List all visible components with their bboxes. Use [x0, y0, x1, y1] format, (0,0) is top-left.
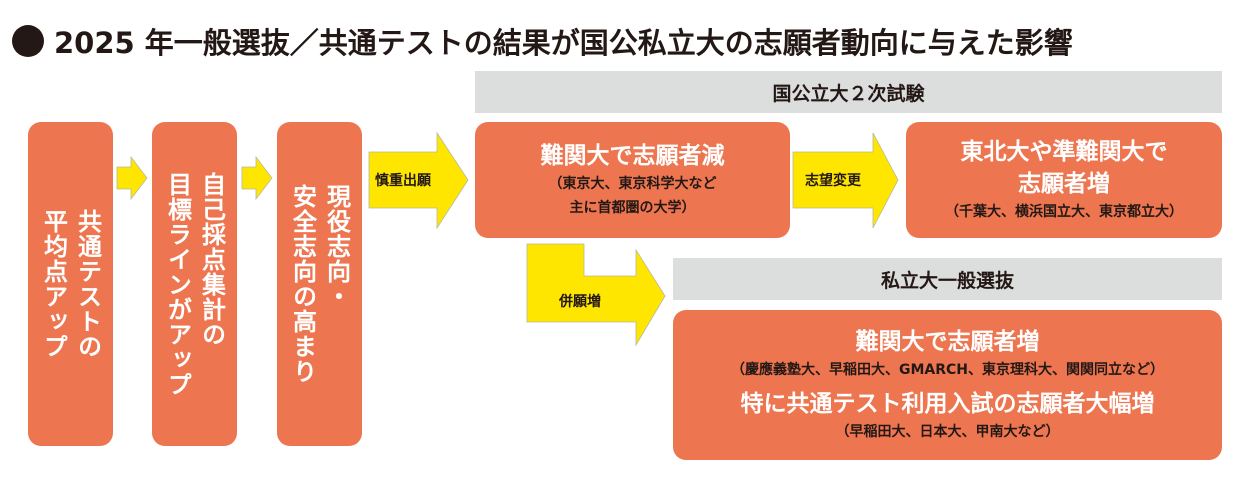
step-line: 目標ラインがアップ [163, 171, 192, 397]
step-text: 自己採点集計の 目標ラインがアップ [161, 172, 229, 397]
box-main-text: 特に共通テスト利用入試の志願者大幅増 [740, 391, 1155, 417]
small-arrow-2 [241, 155, 273, 201]
box-sub-text: （慶應義塾大、早稲田大、GMARCH、東京理科大、関関同立など） [730, 362, 1165, 378]
arrow-label-parallel: 併願増 [559, 294, 601, 310]
box-main-text: 東北大や準難関大で [960, 139, 1168, 165]
arrow-parallel-application [526, 243, 666, 347]
step-line: 安全志向の高まり [288, 184, 317, 384]
box-sub-text: 主に首都圏の大学） [569, 200, 696, 216]
step-box-test-average-up: 共通テストの 平均点アップ [28, 122, 113, 446]
box-national-increase: 東北大や準難関大で 志願者増 （千葉大、横浜国立大、東京都立大） [906, 122, 1222, 238]
box-main-text: 難関大で志願者減 [540, 143, 725, 169]
diagram-title: 2025 年一般選抜／共通テストの結果が国公私立大の志願者動向に与えた影響 [12, 20, 1073, 62]
box-national-decrease: 難関大で志願者減 （東京大、東京科学大など 主に首都圏の大学） [475, 122, 790, 238]
arrow-careful-application [368, 131, 469, 230]
box-sub-text: （千葉大、横浜国立大、東京都立大） [945, 204, 1183, 220]
step-box-target-line-up: 自己採点集計の 目標ラインがアップ [152, 122, 237, 446]
arrow-label-change: 志望変更 [805, 173, 861, 189]
box-main-text: 難関大で志願者増 [855, 329, 1040, 355]
box-main-text: 志願者増 [1018, 171, 1110, 197]
box-sub-text: （早稲田大、日本大、甲南大など） [835, 424, 1060, 440]
step-text: 共通テストの 平均点アップ [37, 209, 105, 359]
private-header: 私立大一般選抜 [673, 258, 1222, 300]
box-private-increase: 難関大で志願者増 （慶應義塾大、早稲田大、GMARCH、東京理科大、関関同立など… [673, 310, 1222, 460]
step-line: 共通テストの [73, 209, 102, 359]
arrow-change-choice [792, 132, 899, 229]
title-text: 2025 年一般選抜／共通テストの結果が国公私立大の志願者動向に与えた影響 [54, 26, 1073, 60]
small-arrow-1 [116, 155, 148, 201]
step-line: 自己採点集計の [197, 171, 226, 347]
arrow-label-careful: 慎重出願 [375, 173, 431, 189]
step-text: 現役志向・ 安全志向の高まり [286, 184, 354, 384]
step-box-safety-orientation: 現役志向・ 安全志向の高まり [277, 122, 362, 446]
step-line: 現役志向・ [322, 184, 351, 309]
step-line: 平均点アップ [39, 209, 68, 359]
national-header: 国公立大２次試験 [475, 71, 1222, 113]
box-sub-text: （東京大、東京科学大など [548, 176, 717, 192]
bullet-icon [12, 25, 44, 57]
